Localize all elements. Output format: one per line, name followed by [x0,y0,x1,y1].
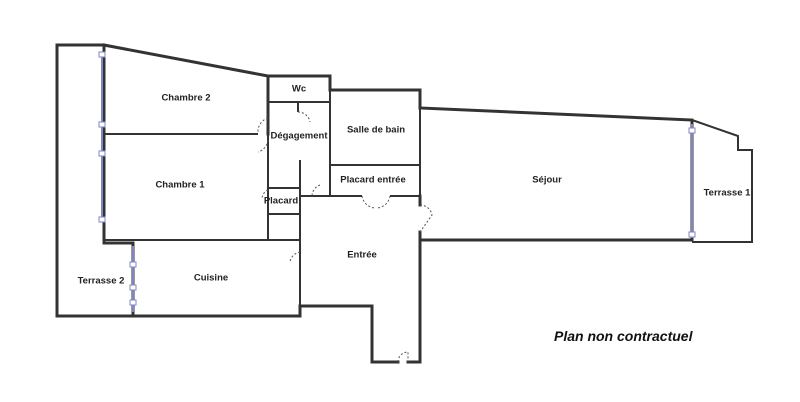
window-end [129,261,137,268]
room-label-sejour: Séjour [532,175,562,186]
door-chambre2 [257,117,269,133]
window-end [98,150,106,157]
terrasse-1-outline [691,119,753,243]
window-end [98,216,106,223]
windows [98,51,696,312]
entree-bottom-wall [406,230,422,364]
room-label-salle-de-bain: Salle de bain [347,125,405,136]
door-degagement [311,184,321,197]
door-entree [397,351,409,363]
window-end [98,51,106,58]
window-end [688,127,696,134]
cuisine-bottom-wall [131,304,400,364]
room-label-degagement: Dégagement [270,131,328,142]
interior-walls [104,90,421,316]
disclaimer-text: Plan non contractuel [554,328,693,344]
window-end [129,284,137,291]
room-label-wc: Wc [292,84,306,95]
room-label-chambre-2: Chambre 2 [161,93,210,104]
door-placard [261,189,269,199]
outer-walls [55,43,753,364]
door-chambre1 [257,139,269,153]
wc-top-wall [266,74,422,110]
window-end [688,231,696,238]
room-label-placard: Placard [264,196,299,207]
door-placard-entree-left [361,195,377,209]
bedrooms-outer-wall [102,43,270,136]
room-label-terrasse-2: Terrasse 2 [78,276,125,287]
room-label-chambre-1: Chambre 1 [155,180,205,191]
doors [257,111,433,363]
room-labels: Chambre 2 Wc Salle de bain Dégagement Ch… [78,84,752,287]
window-end [129,299,137,306]
door-placard-entree-right [375,195,391,209]
room-label-placard-entree: Placard entrée [340,175,405,186]
door-sejour [419,204,433,233]
door-wc [297,111,311,123]
door-cuisine [289,251,301,263]
window-end [98,121,106,128]
room-label-cuisine: Cuisine [194,273,228,284]
room-label-terrasse-1: Terrasse 1 [704,188,752,199]
room-label-entree: Entrée [347,250,377,261]
